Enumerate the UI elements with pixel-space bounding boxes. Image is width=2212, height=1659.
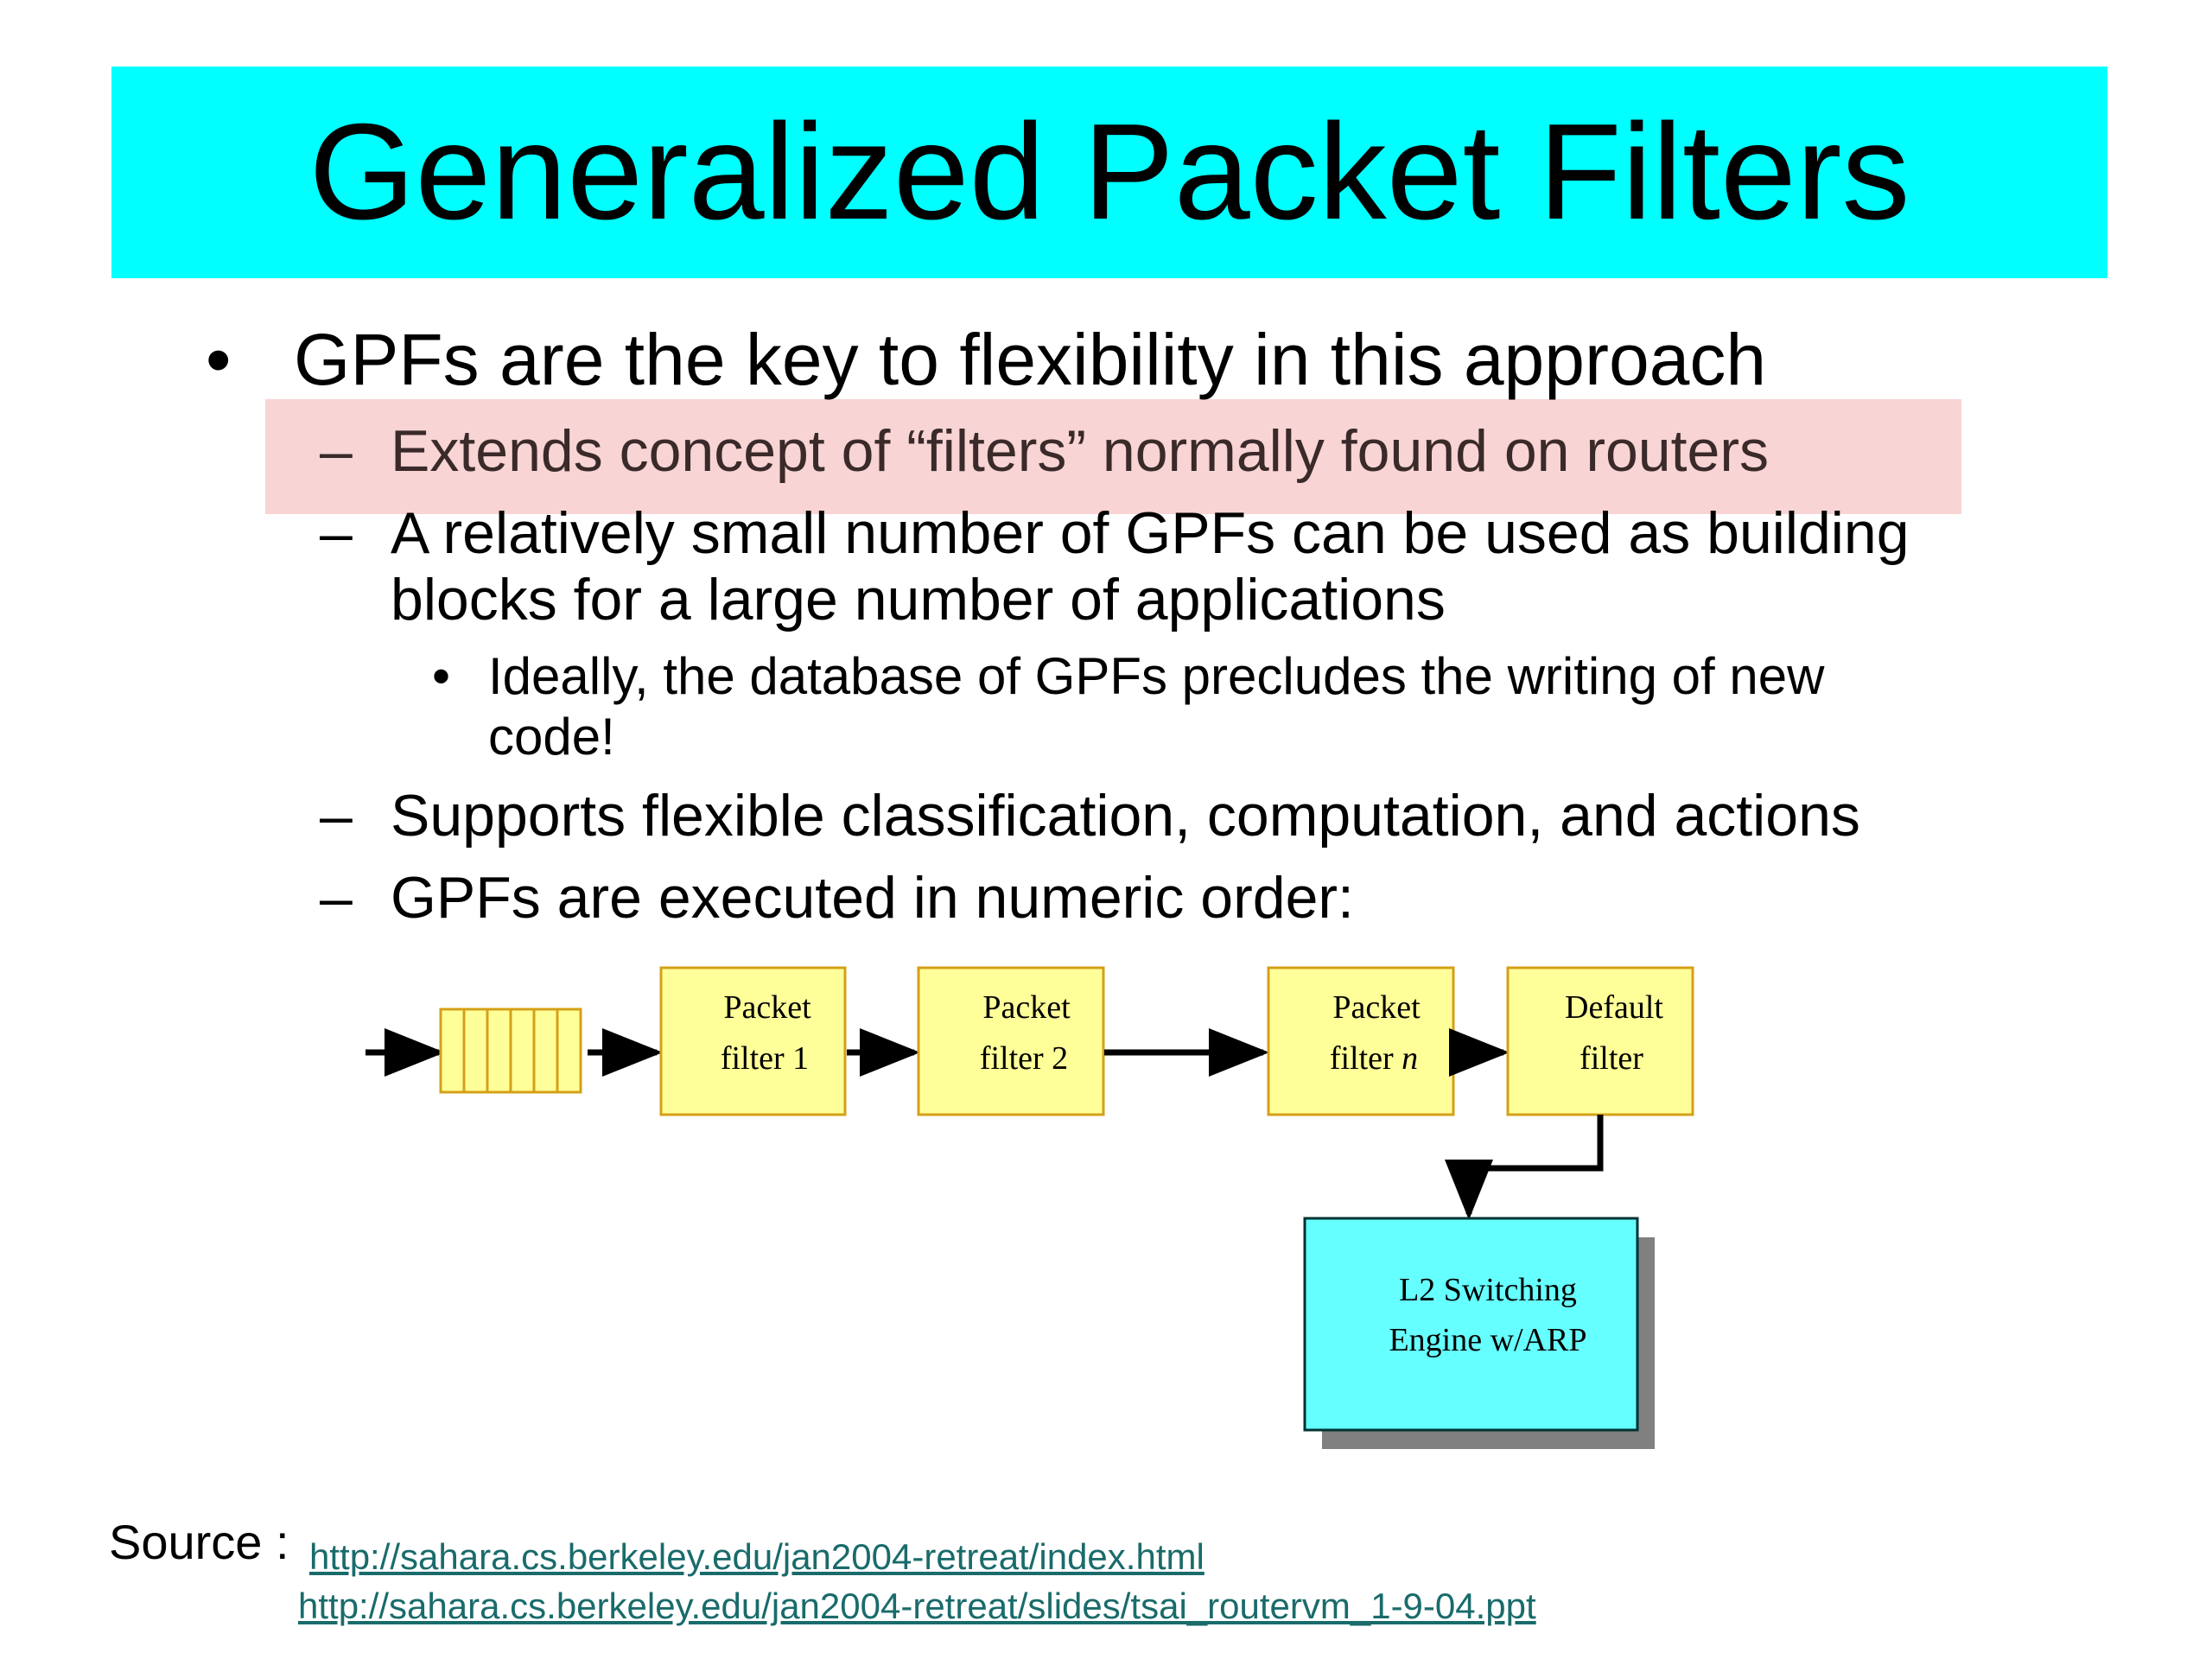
slide-title: Generalized Packet Filters — [308, 96, 1910, 248]
packet-filter-2: Packet filter 2 — [917, 966, 1105, 1116]
source-label: Source : — [109, 1515, 289, 1569]
sub-bullet-extends: Extends concept of “filters” normally fo… — [391, 418, 1769, 484]
dash-3: – — [320, 783, 353, 849]
bullet-gpfs-key: GPFs are the key to flexibility in this … — [294, 319, 1767, 400]
filter1-line2: filter 1 — [721, 1040, 809, 1077]
source-link-2[interactable]: http://sahara.cs.berkeley.edu/jan2004-re… — [298, 1586, 1536, 1626]
l2-switching-engine: L2 Switching Engine w/ARP — [1303, 1217, 1655, 1449]
sub-sub-bullet-ideally-l2: code! — [488, 708, 615, 766]
packet-filter-1: Packet filter 1 — [659, 966, 847, 1116]
sub-bullet-small-number-l1: A relatively small number of GPFs can be… — [391, 500, 1910, 566]
default-line2: filter — [1580, 1040, 1643, 1077]
sub-bullet-small-number-l2: blocks for a large number of application… — [391, 567, 1446, 632]
default-line1: Default — [1565, 989, 1663, 1026]
filter2-line2: filter 2 — [980, 1040, 1068, 1077]
svg-text:filter n: filter n — [1330, 1040, 1418, 1077]
dash-2: – — [320, 500, 353, 566]
bullet-dot: • — [206, 319, 232, 400]
filter2-line1: Packet — [982, 989, 1071, 1026]
engine-line2: Engine w/ARP — [1389, 1322, 1586, 1358]
highlight-bar — [265, 399, 1961, 514]
arrow-default-to-engine — [1445, 1115, 1604, 1220]
sub-bullet-supports: Supports flexible classification, comput… — [391, 783, 1860, 849]
default-filter: Default filter — [1506, 966, 1694, 1116]
filtern-n: n — [1402, 1040, 1418, 1077]
filter1-line1: Packet — [723, 989, 811, 1026]
engine-line1: L2 Switching — [1399, 1272, 1577, 1308]
dash-1: – — [320, 418, 353, 484]
sub-bullet-executed: GPFs are executed in numeric order: — [391, 865, 1354, 931]
title-band: Generalized Packet Filters — [111, 67, 2107, 278]
packet-queue — [439, 1007, 582, 1094]
source-link-1[interactable]: http://sahara.cs.berkeley.edu/jan2004-re… — [309, 1536, 1205, 1577]
filtern-line2: filter — [1330, 1040, 1394, 1077]
dash-4: – — [320, 865, 353, 931]
sub-sub-bullet-dot: • — [432, 647, 451, 705]
packet-filter-n: Packet filter n — [1267, 966, 1455, 1116]
filtern-line1: Packet — [1332, 989, 1421, 1026]
sub-sub-bullet-ideally-l1: Ideally, the database of GPFs precludes … — [488, 647, 1825, 705]
